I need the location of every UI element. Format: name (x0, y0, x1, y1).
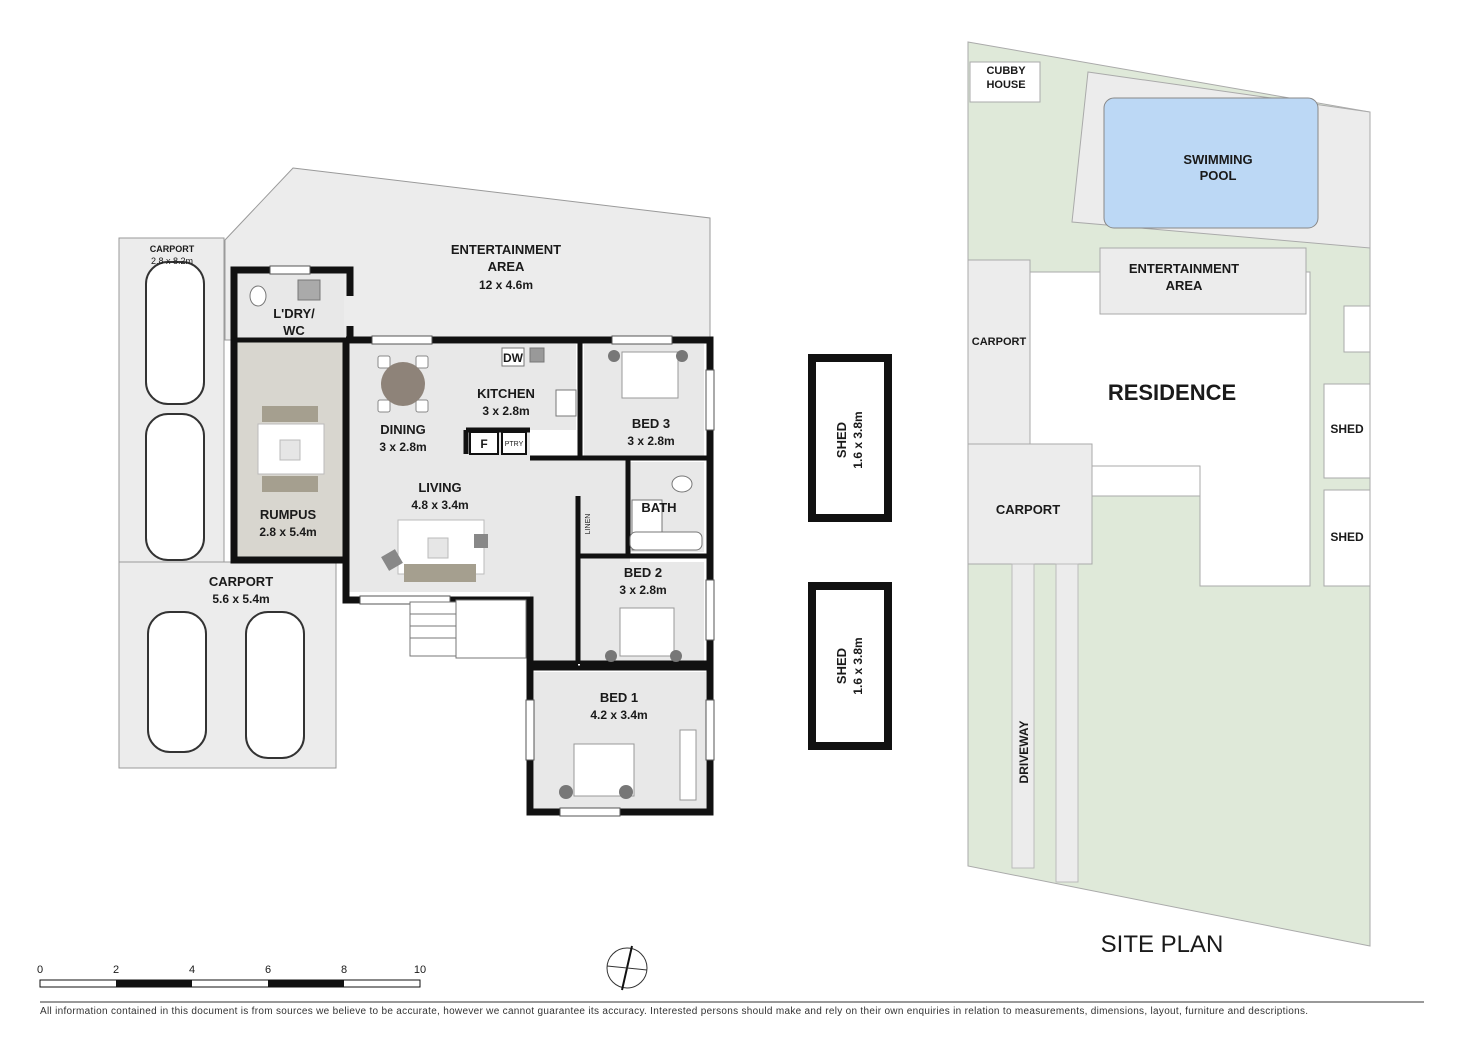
bed2-furniture (605, 607, 682, 662)
living-dims: 4.8 x 3.4m (411, 498, 468, 512)
carport-bottom-label: CARPORT (209, 574, 273, 589)
scale-tick-0: 0 (37, 964, 43, 976)
shed-a-label: SHED (834, 422, 849, 458)
linen-label: LINEN (585, 514, 592, 535)
pantry-label: PTRY (505, 441, 524, 448)
laundry-label-2: WC (283, 323, 305, 338)
windows (269, 265, 715, 817)
bed1-label: BED 1 (600, 690, 638, 705)
scale-tick-6: 6 (265, 964, 271, 976)
site-carport-a (967, 259, 1031, 445)
entertainment-label-1: ENTERTAINMENT (451, 242, 561, 257)
bed2-dims: 3 x 2.8m (619, 583, 666, 597)
dining-table (377, 355, 429, 413)
kitchen-fixtures (469, 347, 577, 455)
carport-top-dims: 2.8 x 8.2m (151, 256, 193, 266)
site-ent-label-2: AREA (1166, 278, 1203, 293)
dining-label: DINING (380, 422, 426, 437)
dishwasher-label: DW (503, 351, 524, 365)
pool-label-1: SWIMMING (1183, 152, 1252, 167)
bed3-label: BED 3 (632, 416, 670, 431)
rumpus-sofa (257, 406, 325, 492)
compass-icon (606, 945, 648, 991)
bath-label: BATH (641, 500, 676, 515)
site-ent-label-1: ENTERTAINMENT (1129, 261, 1239, 276)
site-shed-1-label: SHED (1330, 422, 1364, 436)
cubby-label-1: CUBBY (986, 65, 1026, 77)
site-carport-a-label: CARPORT (972, 336, 1027, 348)
kitchen-label: KITCHEN (477, 386, 535, 401)
carport-bottom-dims: 5.6 x 5.4m (212, 592, 269, 606)
site-carport-b (967, 443, 1093, 565)
scale-tick-8: 8 (341, 964, 347, 976)
rumpus-label: RUMPUS (260, 507, 317, 522)
car-icons (145, 261, 305, 759)
bed1-furniture (559, 729, 697, 801)
disclaimer-text: All information contained in this docume… (40, 1006, 1309, 1017)
site-shed-2-label: SHED (1330, 530, 1364, 544)
driveway-strips (1011, 563, 1079, 883)
site-plan-title: SITE PLAN (1101, 931, 1224, 958)
site-steps (1091, 465, 1201, 497)
cubby-label-2: HOUSE (986, 79, 1025, 91)
shed-b-label: SHED (834, 648, 849, 684)
site-shed-2 (1323, 489, 1371, 587)
interior-walls (234, 337, 710, 671)
entertainment-label-2: AREA (488, 259, 525, 274)
scale-bar (39, 979, 421, 988)
shed-b-dims: 1.6 x 3.8m (851, 637, 865, 694)
laundry-label-1: L'DRY/ (273, 306, 315, 321)
site-small-box (1343, 305, 1371, 353)
kitchen-dims: 3 x 2.8m (482, 404, 529, 418)
scale-tick-10: 10 (414, 964, 426, 976)
bed1-dims: 4.2 x 3.4m (590, 708, 647, 722)
site-carport-b-label: CARPORT (996, 502, 1060, 517)
shed-a-dims: 1.6 x 3.8m (851, 411, 865, 468)
bed3-furniture (608, 350, 688, 399)
residence-label: RESIDENCE (1108, 380, 1236, 405)
scale-tick-4: 4 (189, 964, 195, 976)
cubby-house (969, 61, 1041, 103)
entertainment-dims: 12 x 4.6m (479, 278, 533, 292)
front-steps (409, 599, 527, 659)
laundry-floor (234, 274, 344, 340)
scale-tick-2: 2 (113, 964, 119, 976)
bed2-label: BED 2 (624, 565, 662, 580)
bed3-dims: 3 x 2.8m (627, 434, 674, 448)
dining-dims: 3 x 2.8m (379, 440, 426, 454)
carport-top-label: CARPORT (150, 244, 195, 254)
living-sofa (381, 519, 488, 582)
bath-fixtures (629, 475, 703, 551)
pool-label-2: POOL (1200, 168, 1237, 183)
driveway-label: DRIVEWAY (1017, 721, 1031, 784)
site-entertainment-area (1099, 247, 1307, 315)
rumpus-dims: 2.8 x 5.4m (259, 525, 316, 539)
living-label: LIVING (418, 480, 461, 495)
site-shed-1 (1323, 383, 1371, 479)
shed-a-building (808, 354, 892, 522)
fridge-label: F (480, 437, 487, 451)
swimming-pool (1103, 97, 1319, 229)
shed-b-building (808, 582, 892, 750)
laundry-fixtures (249, 279, 321, 307)
